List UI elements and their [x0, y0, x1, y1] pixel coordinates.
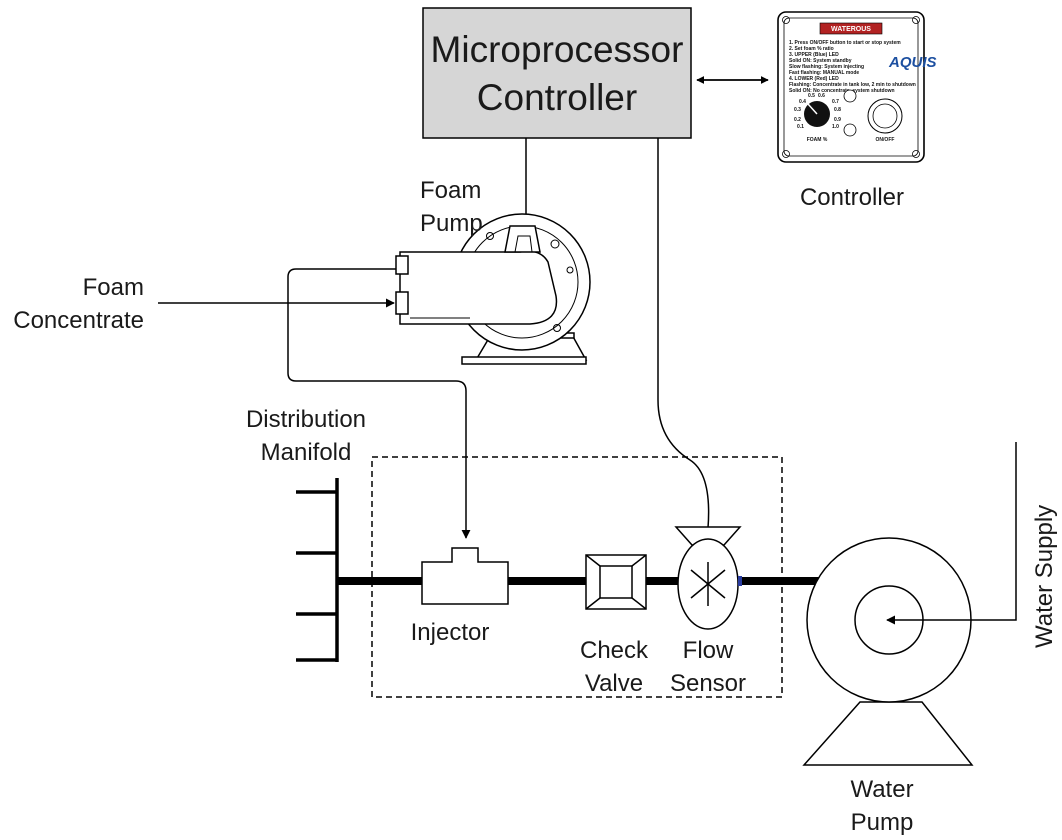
dial-tick-label: 0.4 — [799, 99, 806, 105]
controller-panel: WATEROUS 1. Press ON/OFF button to start… — [777, 11, 937, 163]
panel-screw-icon — [912, 16, 920, 24]
dial-tick-label: 0.7 — [832, 99, 839, 105]
distribution-manifold — [296, 478, 339, 662]
injector-label: Injector — [411, 619, 490, 646]
on-off-label: ON/OFF — [876, 137, 895, 143]
panel-logo: AQUIS — [888, 54, 937, 71]
foam-concentrate-label-line2: Concentrate — [13, 307, 144, 334]
foam-pump-label-line2: Pump — [420, 210, 483, 237]
water-supply-line — [886, 442, 1017, 625]
controller-title-line2: Controller — [477, 77, 637, 118]
upper-led-icon — [843, 89, 857, 103]
panel-instruction: Slow flashing: System injecting — [789, 64, 864, 70]
water-pump-label-line2: Pump — [851, 809, 914, 836]
dial-tick-label: 0.3 — [794, 107, 801, 113]
controller-panel-label: Controller — [800, 184, 904, 211]
dial-tick-label: 0.5 — [808, 93, 815, 99]
flow-sensor-label-line2: Sensor — [670, 670, 746, 697]
water-pump-label-line1: Water — [850, 776, 913, 803]
lower-led-icon — [843, 123, 857, 137]
panel-screw-icon — [782, 150, 790, 158]
foam-pump-label-line1: Foam — [420, 177, 481, 204]
flow-sensor — [674, 526, 742, 630]
manifold-label-line2: Manifold — [261, 439, 352, 466]
check-valve-label-line2: Valve — [585, 670, 643, 697]
dial-label: FOAM % — [807, 137, 828, 143]
panel-instruction: Solid ON: No concentrate, system shutdow… — [789, 88, 895, 94]
flow-sensor-label-line1: Flow — [683, 637, 734, 664]
dial-tick-label: 0.9 — [834, 117, 841, 123]
dial-tick-label: 1.0 — [832, 124, 839, 130]
panel-screw-icon — [782, 16, 790, 24]
check-valve-label-line1: Check — [580, 637, 649, 664]
microprocessor-controller: Microprocessor Controller — [422, 7, 692, 139]
water-pump — [802, 537, 974, 766]
manifold-label-line1: Distribution — [246, 406, 366, 433]
panel-brand-tag: WATEROUS — [831, 26, 871, 33]
panel-instruction: Fast flashing: MANUAL mode — [789, 70, 859, 76]
dial-tick-label: 0.6 — [818, 93, 825, 99]
panel-instruction: Flashing: Concentrate in tank low, 2 min… — [789, 82, 916, 88]
dial-tick-label: 0.1 — [797, 124, 804, 130]
controller-sensor-wire — [657, 138, 710, 529]
panel-instruction: 4. LOWER (Red) LED — [789, 76, 839, 82]
dial-tick-label: 0.2 — [794, 117, 801, 123]
panel-instruction: 2. Set foam % ratio — [789, 46, 834, 52]
concentrate-line-to-injector — [287, 268, 471, 539]
controller-title-line1: Microprocessor — [431, 29, 684, 70]
panel-instruction: 3. UPPER (Blue) LED — [789, 52, 839, 58]
panel-screw-icon — [912, 150, 920, 158]
water-supply-label: Water Supply — [1031, 505, 1058, 648]
check-valve — [585, 554, 647, 610]
injector — [421, 547, 509, 605]
panel-instruction: Solid ON: System standby — [789, 58, 852, 64]
dial-tick-label: 0.8 — [834, 107, 841, 113]
panel-instruction: 1. Press ON/OFF button to start or stop … — [789, 40, 901, 46]
foam-pump — [395, 213, 591, 365]
foam-concentrate-label-line1: Foam — [83, 274, 144, 301]
